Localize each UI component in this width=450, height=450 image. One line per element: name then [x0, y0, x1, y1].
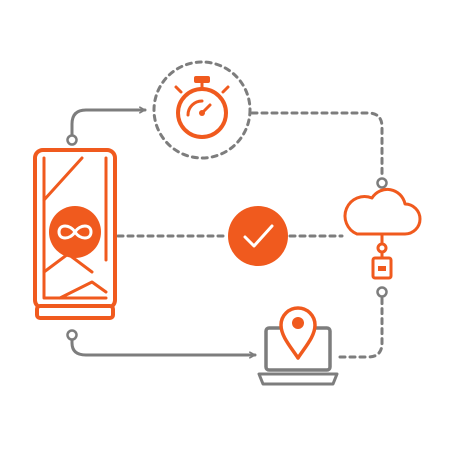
connector-start-dot: [66, 329, 78, 341]
infinity-server-icon: [33, 148, 117, 320]
cloud-icon: [343, 188, 422, 280]
location-pin-icon: [279, 306, 317, 360]
connector-end-dot: [376, 286, 388, 298]
connector-start-dot: [66, 134, 78, 146]
connector-stopwatch-to-cloud: [250, 111, 384, 179]
laptop-location-icon: [257, 306, 339, 386]
infinity-icon: [57, 224, 93, 240]
checkmark-icon: [228, 206, 288, 266]
connector-laptop-to-cloud: [338, 296, 384, 359]
connector-server-to-laptop: [70, 333, 257, 355]
connector-end-dot: [376, 177, 388, 189]
stopwatch-icon: [152, 60, 252, 160]
stopwatch-dashed-ring: [152, 60, 252, 160]
connector-server-to-stopwatch: [70, 110, 147, 142]
